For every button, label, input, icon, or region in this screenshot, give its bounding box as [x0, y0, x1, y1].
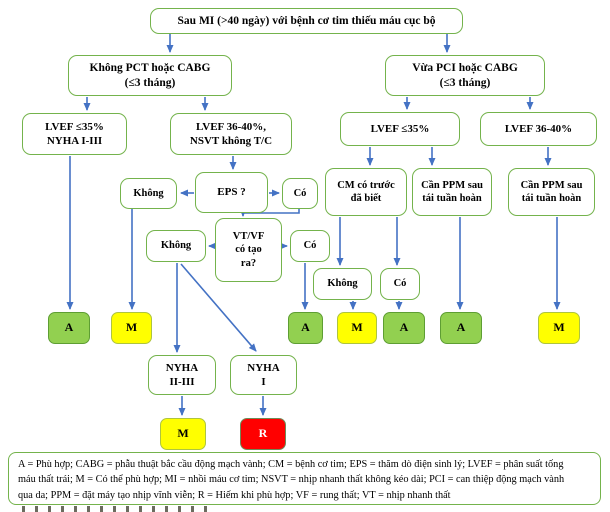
node-line: NYHA: [165, 361, 199, 374]
node-line: Không PCT hoặc CABG: [89, 61, 211, 74]
outcome-m-3: M: [538, 312, 580, 344]
node-line: ra?: [240, 257, 257, 269]
outcome-m-4: M: [160, 418, 206, 450]
outcome-label: A: [456, 320, 466, 335]
node-line: LVEF ≤35%: [370, 122, 430, 135]
outcome-label: M: [125, 320, 138, 335]
node-line: EPS ?: [217, 186, 246, 199]
node-line: LVEF 36-40%: [504, 122, 573, 135]
outcome-label: M: [351, 320, 363, 335]
node-line: Không: [327, 278, 358, 290]
node-cm-no: Không: [313, 268, 372, 300]
node-cm-yes: Có: [380, 268, 420, 300]
node-eps-yes: Có: [282, 178, 318, 209]
node-line: VT/VF: [232, 230, 265, 242]
node-line: có tạo: [235, 244, 262, 256]
node-line: (≤3 tháng): [124, 76, 176, 89]
outcome-label: M: [553, 320, 565, 335]
outcome-a-4: A: [440, 312, 482, 344]
abbreviation-legend: A = Phù hợp; CABG = phẫu thuật bắc cầu đ…: [8, 452, 601, 505]
node-recent-pci-cabg: Vừa PCI hoặc CABG (≤3 tháng): [385, 55, 545, 96]
node-lvef3640-nsvt: LVEF 36-40%, NSVT không T/C: [170, 113, 292, 155]
cropped-caption-fragment: [22, 506, 207, 512]
node-line: II-III: [169, 376, 195, 388]
outcome-label: R: [258, 426, 268, 441]
legend-line: máu thất trái; M = Có thể phù hợp; MI = …: [18, 474, 565, 486]
node-line: (≤3 tháng): [439, 76, 491, 89]
outcome-label: A: [301, 320, 310, 335]
outcome-a-2: A: [288, 312, 323, 344]
node-line: Không: [133, 187, 164, 199]
node-line: Cần PPM sau: [421, 179, 483, 191]
node-lvef3640-right: LVEF 36-40%: [480, 112, 597, 146]
legend-line: A = Phù hợp; CABG = phẫu thuật bắc cầu đ…: [18, 459, 564, 470]
outcome-a-3: A: [383, 312, 425, 344]
node-vtvf-no: Không: [146, 230, 206, 262]
node-lvef35-right: LVEF ≤35%: [340, 112, 460, 146]
node-line: Có: [293, 187, 307, 199]
node-nyha-2-3: NYHA II-III: [148, 355, 216, 395]
legend-line: qua da; PPM = đặt máy tạo nhịp vĩnh viễn…: [18, 489, 451, 501]
outcome-m-2: M: [337, 312, 377, 344]
node-nyha-1: NYHA I: [230, 355, 297, 395]
node-eps-no: Không: [120, 178, 177, 209]
node-line: Có: [393, 278, 407, 290]
node-line: CM có trước: [337, 179, 395, 191]
node-line: LVEF 36-40%,: [195, 120, 267, 133]
node-cm-known: CM có trước đã biết: [325, 168, 407, 216]
node-no-pci-cabg: Không PCT hoặc CABG (≤3 tháng): [68, 55, 232, 96]
node-ppm-after-revasc-1: Cần PPM sau tái tuần hoàn: [412, 168, 492, 216]
node-ppm-after-revasc-2: Cần PPM sau tái tuần hoàn: [508, 168, 595, 216]
node-vtvf-yes: Có: [290, 230, 330, 262]
outcome-r-1: R: [240, 418, 286, 450]
node-line: Cần PPM sau: [520, 179, 583, 191]
node-eps: EPS ?: [195, 172, 268, 213]
node-lvef35-nyha: LVEF ≤35% NYHA I-III: [22, 113, 127, 155]
node-line: tái tuần hoàn: [521, 193, 582, 204]
node-line: NYHA I-III: [46, 135, 103, 147]
outcome-a-1: A: [48, 312, 90, 344]
node-line: Có: [303, 240, 317, 252]
node-line: NYHA: [247, 361, 280, 374]
node-line: I: [261, 376, 266, 388]
outcome-label: M: [177, 426, 189, 441]
node-line: Vừa PCI hoặc CABG: [412, 61, 518, 74]
node-line: NSVT không T/C: [189, 135, 273, 147]
node-root-label: Sau MI (>40 ngày) với bệnh cơ tim thiếu …: [177, 14, 436, 27]
node-root: Sau MI (>40 ngày) với bệnh cơ tim thiếu …: [150, 8, 463, 34]
outcome-m-1: M: [111, 312, 152, 344]
node-line: Không: [160, 240, 192, 252]
node-vtvf-inducible: VT/VF có tạo ra?: [215, 218, 282, 282]
node-line: đã biết: [350, 193, 382, 204]
node-line: tái tuần hoàn: [422, 193, 482, 204]
outcome-label: A: [64, 320, 74, 335]
outcome-label: A: [399, 320, 409, 335]
node-line: LVEF ≤35%: [45, 120, 104, 133]
